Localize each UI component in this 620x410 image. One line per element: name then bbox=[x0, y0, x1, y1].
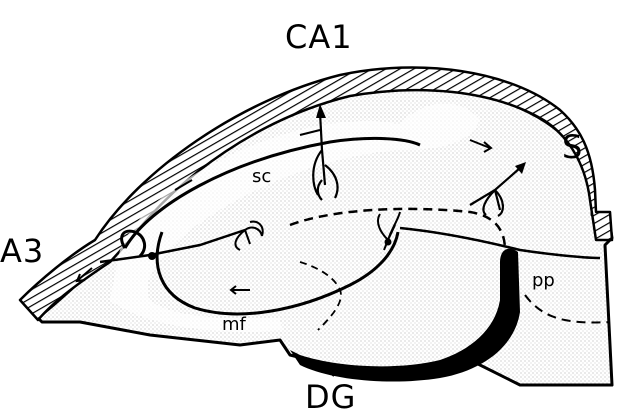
label-mossy-fiber: mf bbox=[222, 314, 247, 335]
ca3-cell-body bbox=[148, 252, 156, 260]
label-ca3: A3 bbox=[0, 232, 44, 270]
label-schaffer-collateral: sc bbox=[252, 166, 271, 187]
label-perforant-path: pp bbox=[532, 270, 555, 291]
label-dentate-gyrus: DG bbox=[305, 378, 356, 410]
label-subiculum: S bbox=[562, 128, 583, 166]
label-ca1: CA1 bbox=[285, 18, 353, 56]
dg-granule-soma bbox=[385, 239, 392, 246]
